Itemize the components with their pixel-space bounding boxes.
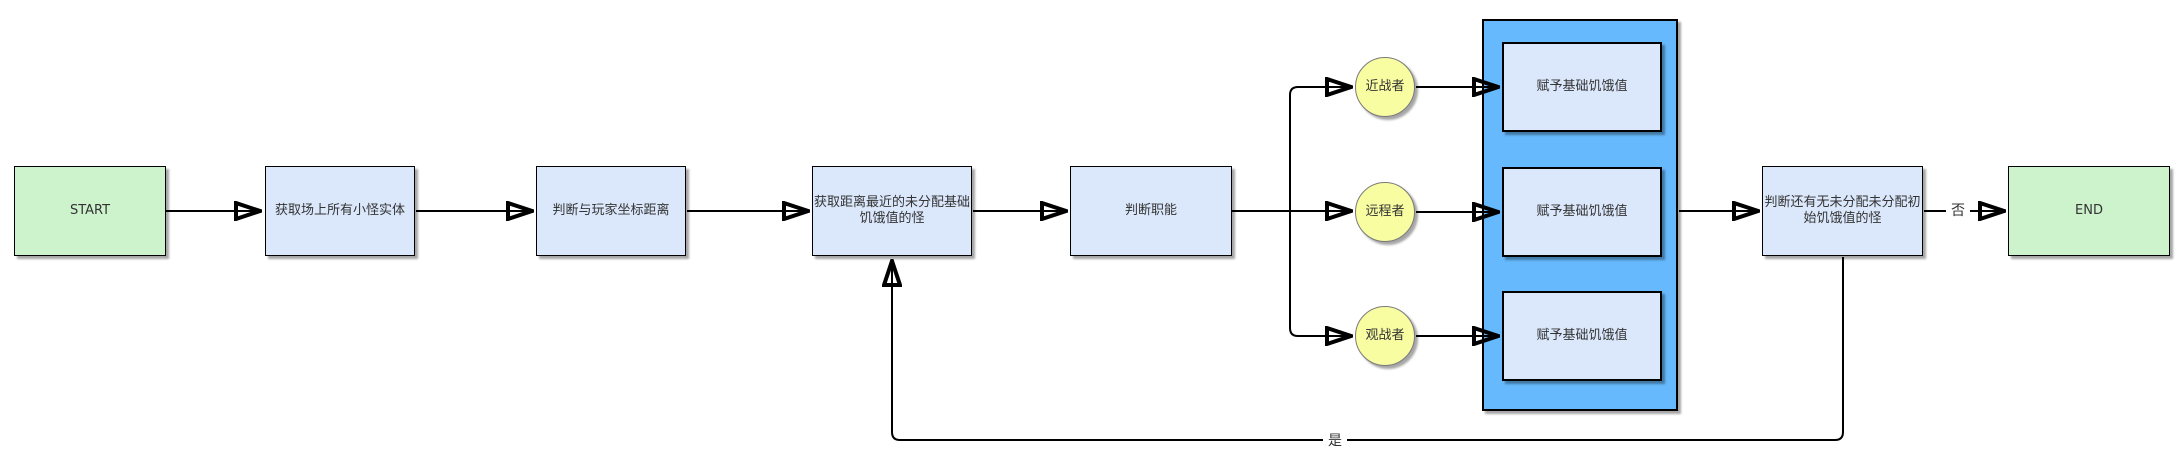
edge-label-yes: 是: [1323, 430, 1347, 450]
node-assign-spectator-hunger: 赋予基础饥饿值: [1502, 291, 1662, 381]
node-melee: 近战者: [1355, 57, 1415, 117]
node-ranged: 远程者: [1355, 182, 1415, 242]
edge-judge-role-to-melee: [1289, 87, 1349, 211]
node-assign-ranged-hunger: 赋予基础饥饿值: [1502, 167, 1662, 257]
node-get-monsters: 获取场上所有小怪实体: [265, 166, 415, 256]
node-start: START: [14, 166, 166, 256]
node-judge-remaining: 判断还有无未分配未分配初始饥饿值的怪: [1762, 166, 1923, 256]
node-judge-player-distance: 判断与玩家坐标距离: [536, 166, 686, 256]
edge-judge-role-to-spectator: [1289, 211, 1349, 336]
edge-feedback-loop: [892, 257, 1844, 441]
node-spectator: 观战者: [1355, 306, 1415, 366]
node-assign-melee-hunger: 赋予基础饥饿值: [1502, 42, 1662, 132]
edge-label-no: 否: [1946, 200, 1970, 220]
node-get-nearest-unassigned: 获取距离最近的未分配基础饥饿值的怪: [812, 166, 972, 256]
node-judge-role: 判断职能: [1070, 166, 1232, 256]
node-end: END: [2008, 166, 2170, 256]
